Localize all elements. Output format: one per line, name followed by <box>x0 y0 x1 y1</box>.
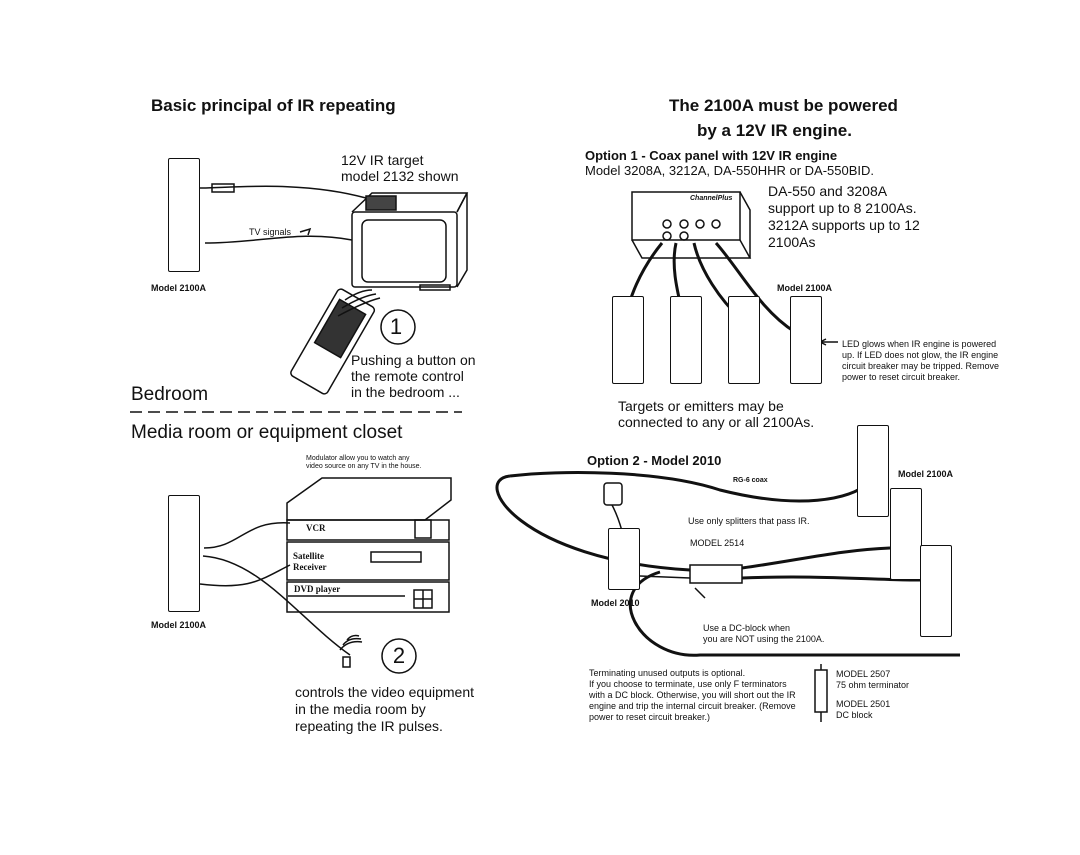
step1-line-1: Pushing a button on <box>351 352 476 368</box>
bedroom-label: Bedroom <box>131 384 209 405</box>
led-note-3: circuit breaker may be tripped. Remove <box>842 361 1000 371</box>
support-note-4: 2100As <box>768 234 816 250</box>
led-note-2: up. If LED does not glow, the IR engine <box>842 350 999 360</box>
option1-title: Option 1 - Coax panel with 12V IR engine <box>585 148 838 163</box>
tv-signals-label: TV signals <box>249 227 292 237</box>
model-2501-label-1: MODEL 2501 <box>836 699 891 709</box>
wall-plate-3 <box>728 296 760 384</box>
model-2507-label-2: 75 ohm terminator <box>836 680 910 690</box>
remote-control <box>290 288 376 395</box>
wall-plate-1 <box>612 296 644 384</box>
rg6-label: RG-6 coax <box>733 477 768 484</box>
targets-note-2: connected to any or all 2100As. <box>618 414 815 430</box>
dvd-label: DVD player <box>294 584 341 594</box>
model-label-bottom: Model 2100A <box>151 620 207 630</box>
tv-set <box>351 192 469 291</box>
media-room-label: Media room or equipment closet <box>131 422 403 443</box>
terminating-note-2: If you choose to terminate, use only F t… <box>589 679 787 689</box>
terminating-note-1: Terminating unused outputs is optional. <box>589 668 746 678</box>
option2-title: Option 2 - Model 2010 <box>587 453 722 468</box>
step1-line-3: in the bedroom ... <box>351 384 460 400</box>
step1-number: 1 <box>390 314 402 339</box>
left-title: Basic principal of IR repeating <box>151 96 396 115</box>
terminating-note-3: with a DC block. Otherwise, you will sho… <box>589 690 796 700</box>
wall-plate-2010 <box>608 528 640 590</box>
panel-brand: ChannelPlus <box>690 195 733 202</box>
model-2501-label-2: DC block <box>836 710 873 720</box>
coax-panel <box>631 191 752 259</box>
model-2507-label-1: MODEL 2507 <box>836 669 891 679</box>
step2-line-1: controls the video equipment <box>295 684 474 700</box>
led-note-1: LED glows when IR engine is powered <box>842 339 997 349</box>
targets-note-1: Targets or emitters may be <box>618 398 784 414</box>
step2-number: 2 <box>393 643 405 668</box>
model-2010-label: Model 2010 <box>591 598 640 608</box>
step2-line-3: repeating the IR pulses. <box>295 718 443 734</box>
wall-plate-opt2-b <box>890 488 922 580</box>
model-2100a-label-2: Model 2100A <box>898 469 954 479</box>
satellite-label-1: Satellite <box>293 551 324 561</box>
wall-plate-closet <box>168 495 200 612</box>
dc-block-note-1: Use a DC-block when <box>703 623 791 633</box>
satellite-label-2: Receiver <box>293 562 327 572</box>
wall-plate-2 <box>670 296 702 384</box>
vcr-label: VCR <box>306 523 326 533</box>
support-note-2: support up to 8 2100As. <box>768 200 917 216</box>
terminating-note-5: power to reset circuit breaker.) <box>589 712 711 722</box>
terminating-note-4: engine and trip the internal circuit bre… <box>589 701 796 711</box>
model-2514-label: MODEL 2514 <box>690 538 745 548</box>
wall-plate-bedroom <box>168 158 200 272</box>
splitter-note: Use only splitters that pass IR. <box>688 516 810 526</box>
model-2100a-label-1: Model 2100A <box>777 283 833 293</box>
dc-block-note-2: you are NOT using the 2100A. <box>703 634 825 644</box>
wall-plate-opt2-a <box>857 425 889 517</box>
support-note-1: DA-550 and 3208A <box>768 183 888 199</box>
model-label-top: Model 2100A <box>151 283 207 293</box>
target-label-2: model 2132 shown <box>341 168 459 184</box>
modulator-note-1: Modulator allow you to watch any <box>306 455 410 462</box>
wall-plate-opt2-c <box>920 545 952 637</box>
modulator-note-2: video source on any TV in the house. <box>306 463 422 470</box>
equipment-stack <box>286 477 452 613</box>
wall-plate-4 <box>790 296 822 384</box>
right-title-2: by a 12V IR engine. <box>697 121 852 140</box>
option1-models: Model 3208A, 3212A, DA-550HHR or DA-550B… <box>585 163 875 178</box>
step1-line-2: the remote control <box>351 368 464 384</box>
led-note-4: power to reset circuit breaker. <box>842 372 961 382</box>
target-label-1: 12V IR target <box>341 152 424 168</box>
support-note-3: 3212A supports up to 12 <box>768 217 920 233</box>
step2-line-2: in the media room by <box>295 701 426 717</box>
right-title-1: The 2100A must be powered <box>669 96 898 115</box>
